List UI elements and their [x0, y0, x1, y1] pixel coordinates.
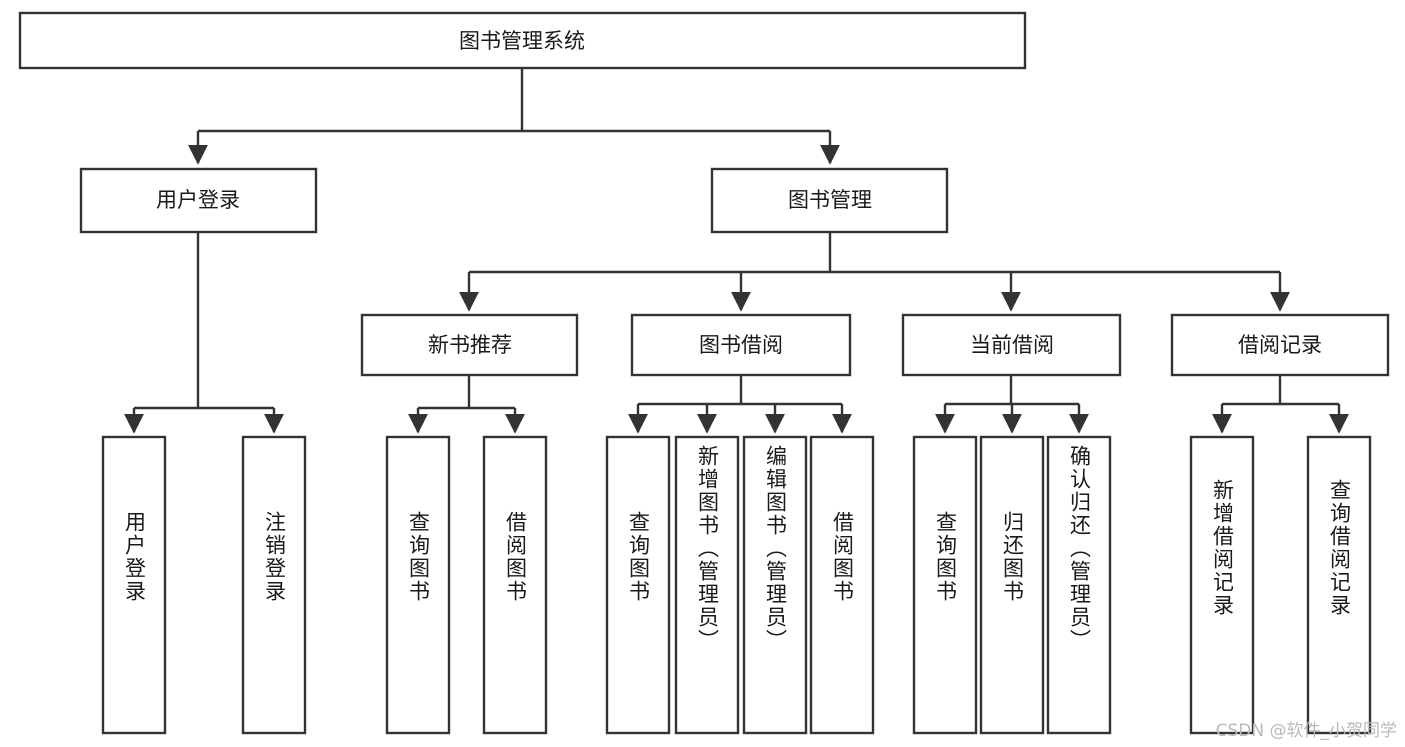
node-new-book-recommend-box[interactable]: [360, 313, 579, 377]
node-user-login-label: 用户登录: [156, 188, 240, 212]
edge-group-current: [935, 375, 1089, 434]
node-book-management-box[interactable]: [710, 167, 949, 234]
node-book-management-label: 图书管理: [788, 188, 872, 212]
node-new-book-recommend-label: 新书推荐: [428, 333, 512, 357]
node-borrow-record-box[interactable]: [1170, 313, 1390, 377]
edge-group-borrow: [628, 375, 852, 434]
csdn-watermark: CSDN @软件_小贺同学: [1215, 721, 1397, 741]
leaf-box-query-borrow-record[interactable]: [1306, 435, 1372, 735]
node-new-book-recommend[interactable]: 新书推荐: [360, 313, 579, 377]
leaf-box-query-book-3[interactable]: [912, 435, 978, 735]
node-user-login-box[interactable]: [79, 167, 318, 234]
leaf-box-borrow-book-2[interactable]: [809, 435, 875, 735]
leaf-box-group: [101, 435, 1372, 735]
node-current-borrow-label: 当前借阅: [970, 333, 1054, 357]
node-root-box[interactable]: [18, 11, 1027, 70]
leaf-box-logout[interactable]: [241, 435, 307, 735]
edge-group-root: [188, 68, 840, 165]
node-book-borrow-box[interactable]: [630, 313, 852, 377]
leaf-box-edit-book-admin[interactable]: [742, 435, 808, 735]
node-user-login[interactable]: 用户登录: [79, 167, 318, 234]
node-book-borrow[interactable]: 图书借阅: [630, 313, 852, 377]
node-book-borrow-label: 图书借阅: [699, 333, 783, 357]
leaf-box-return-book[interactable]: [979, 435, 1045, 735]
leaf-box-add-borrow-record[interactable]: [1189, 435, 1255, 735]
node-borrow-record-label: 借阅记录: [1238, 333, 1322, 357]
edge-group-user-login: [124, 232, 284, 434]
edge-group-record: [1212, 375, 1349, 434]
leaf-box-query-book-1[interactable]: [385, 435, 451, 735]
node-borrow-record[interactable]: 借阅记录: [1170, 313, 1390, 377]
leaf-box-query-book-2[interactable]: [605, 435, 671, 735]
node-book-management[interactable]: 图书管理: [710, 167, 949, 234]
leaf-box-add-book-admin[interactable]: [674, 435, 740, 735]
node-current-borrow-box[interactable]: [901, 313, 1122, 377]
leaf-box-borrow-book-1[interactable]: [482, 435, 548, 735]
edge-group-book-mgmt: [459, 232, 1290, 312]
node-root[interactable]: 图书管理系统: [18, 11, 1027, 70]
node-root-label: 图书管理系统: [459, 29, 585, 53]
edge-group-new-book: [408, 375, 525, 434]
leaf-box-confirm-return-admin[interactable]: [1046, 435, 1112, 735]
node-current-borrow[interactable]: 当前借阅: [901, 313, 1122, 377]
leaf-box-user-login[interactable]: [101, 435, 167, 735]
